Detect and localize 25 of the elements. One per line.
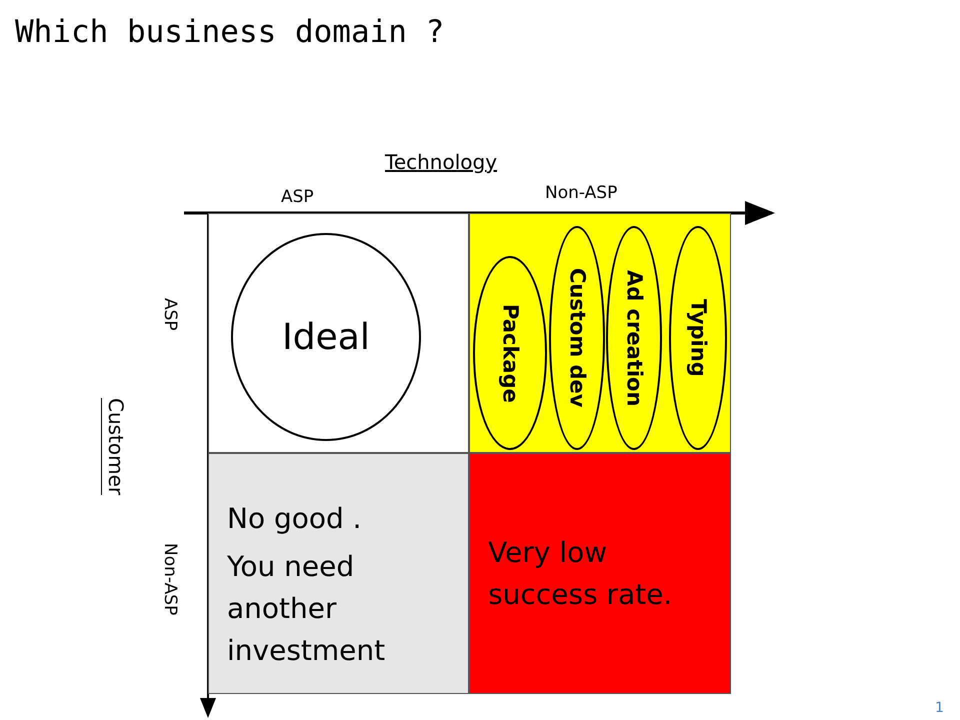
page-number: 1 (935, 700, 944, 716)
axis-label: ASP (160, 298, 180, 331)
node-label: Typing (688, 299, 708, 377)
axis-title: Customer (101, 398, 128, 496)
ellipse-node (549, 226, 605, 450)
node-label: Package (500, 304, 520, 402)
quadrant-panel (469, 453, 731, 694)
quadrant-text: You need another investment (227, 549, 386, 669)
node-label: Ideal (282, 316, 370, 358)
axis-label: Non-ASP (160, 543, 180, 616)
quadrant-panel (208, 213, 469, 453)
quadrant-panel (208, 453, 469, 694)
axis-label: ASP (281, 187, 314, 207)
ellipse-node (473, 256, 547, 450)
axis-title: Technology (385, 150, 498, 174)
ellipse-node (669, 226, 727, 450)
title: Which business domain ? (15, 14, 444, 50)
axis-label: Non-ASP (545, 183, 618, 203)
quadrant-text: No good . (227, 501, 363, 537)
ellipse-node (606, 226, 662, 450)
quadrant-panel (469, 213, 731, 453)
node-label: Ad creation (624, 270, 644, 406)
quadrant-text: Very low success rate. (488, 535, 674, 613)
node-label: Custom dev (566, 268, 588, 408)
ellipse-node (231, 233, 421, 441)
